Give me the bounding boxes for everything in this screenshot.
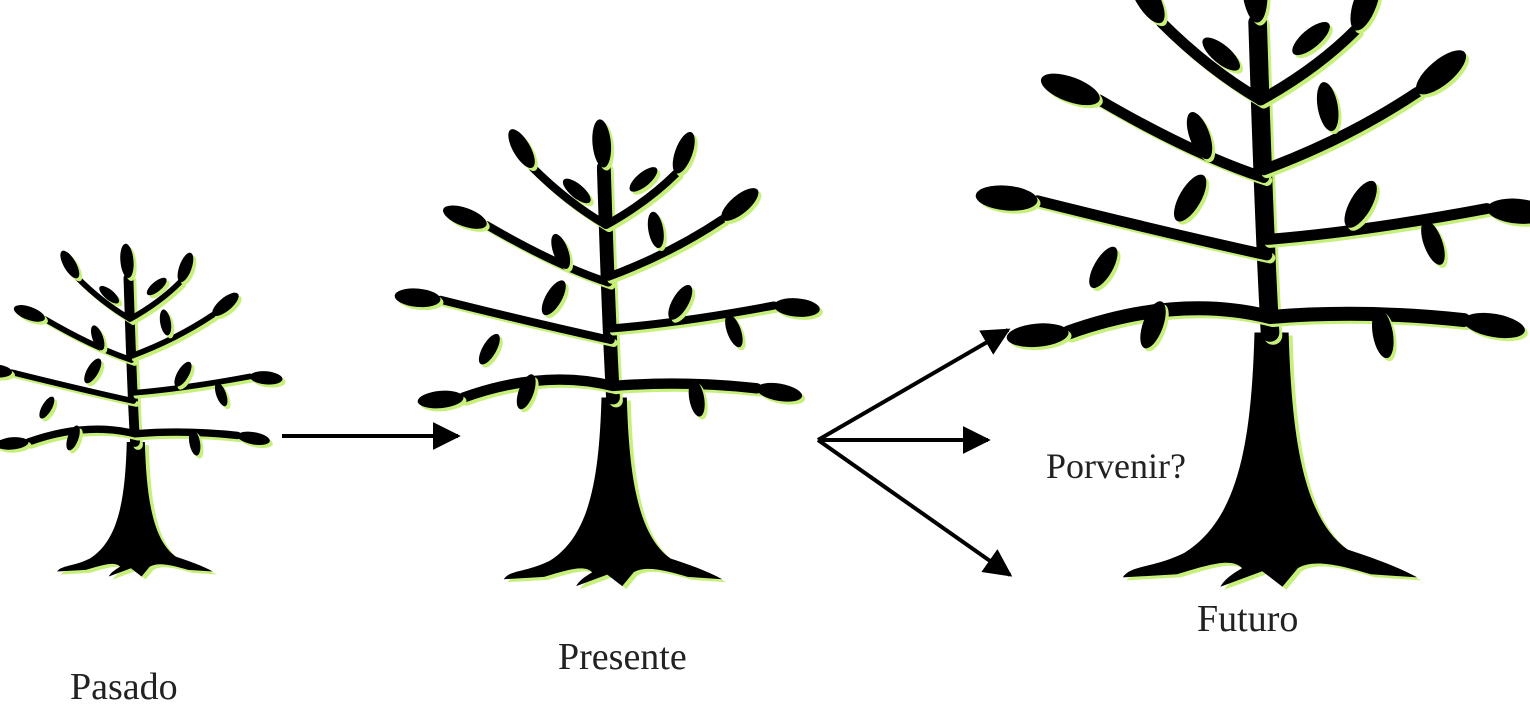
leaf xyxy=(688,380,705,417)
leaf xyxy=(647,211,664,249)
leaf xyxy=(174,361,192,387)
branch xyxy=(1094,94,1270,183)
branch xyxy=(1258,86,1423,176)
branch xyxy=(607,378,762,394)
leaf xyxy=(249,371,283,385)
branch-glow xyxy=(133,376,256,399)
leaf xyxy=(214,382,228,407)
branch-glow xyxy=(130,282,186,325)
trunk xyxy=(57,442,213,577)
leaf xyxy=(417,390,464,409)
leaf xyxy=(443,205,487,229)
label-futuro: Futuro xyxy=(1197,598,1299,640)
leaf xyxy=(1186,112,1213,160)
leaf xyxy=(541,280,566,316)
branch xyxy=(482,220,613,287)
branch xyxy=(528,163,611,230)
branch xyxy=(130,373,253,396)
leaf xyxy=(1040,73,1100,106)
leaf xyxy=(237,431,270,445)
branch xyxy=(436,295,615,345)
leaf xyxy=(1140,301,1166,349)
label-pasado: Pasado xyxy=(70,666,178,708)
leaf xyxy=(39,396,55,419)
leaf xyxy=(13,305,45,322)
leaf xyxy=(188,429,201,456)
tree-presente xyxy=(394,119,823,590)
leaf xyxy=(668,284,693,320)
branch xyxy=(1032,195,1273,261)
leaf xyxy=(1202,37,1240,71)
leaf xyxy=(1344,180,1377,228)
leaf xyxy=(0,437,29,450)
leaf xyxy=(1463,312,1525,339)
leaf xyxy=(90,325,105,351)
tree-futuro xyxy=(975,0,1530,590)
leaf xyxy=(1173,174,1207,222)
branch xyxy=(127,279,183,322)
branch xyxy=(458,374,619,403)
arrow-present-to-future-down xyxy=(816,438,1013,577)
branch xyxy=(74,275,133,322)
leaf xyxy=(1292,21,1330,56)
leaf xyxy=(478,333,500,365)
leaf xyxy=(1415,50,1467,95)
branch xyxy=(9,369,137,404)
leaf xyxy=(1421,220,1445,265)
branch xyxy=(602,169,681,230)
leaf xyxy=(84,358,102,384)
leaf xyxy=(773,298,820,317)
leaf xyxy=(1242,0,1268,23)
branch xyxy=(41,316,135,363)
leaf xyxy=(1316,82,1339,132)
label-presente: Presente xyxy=(558,636,687,678)
trunk xyxy=(1122,332,1418,587)
leaf xyxy=(394,288,441,308)
branch-glow xyxy=(131,315,219,362)
leaf xyxy=(1128,0,1165,24)
leaf xyxy=(672,131,695,174)
branch xyxy=(1255,24,1361,106)
leaf xyxy=(1371,309,1394,359)
leaf xyxy=(592,119,612,168)
leaf xyxy=(146,277,167,296)
leaf xyxy=(159,309,172,336)
arrow-present-to-future-up xyxy=(816,328,1011,442)
trunk xyxy=(503,397,723,587)
branch xyxy=(604,215,727,281)
branch xyxy=(1061,301,1277,340)
leaf xyxy=(177,252,194,283)
leaf xyxy=(721,188,759,221)
leaf xyxy=(120,243,134,279)
leaf xyxy=(0,364,13,378)
leaf xyxy=(60,250,80,279)
leaf xyxy=(1350,0,1381,31)
leaf xyxy=(516,374,536,410)
branch xyxy=(606,301,779,333)
leaf xyxy=(1089,246,1118,289)
leaf xyxy=(99,285,120,304)
leaf xyxy=(66,425,80,451)
branch xyxy=(1263,306,1471,328)
branch xyxy=(128,312,216,359)
branch-glow xyxy=(605,172,684,233)
leaf xyxy=(212,292,239,317)
leaf xyxy=(756,382,803,402)
branch xyxy=(131,428,242,440)
leaf xyxy=(1486,198,1530,224)
leaf xyxy=(508,129,535,168)
leaf xyxy=(1006,323,1069,348)
branch xyxy=(24,425,139,446)
branch xyxy=(1156,17,1267,106)
label-porvenir: Porvenir? xyxy=(1046,446,1186,486)
tree-pasado xyxy=(0,243,286,580)
leaf xyxy=(629,167,658,192)
branch xyxy=(1261,203,1493,245)
leaf xyxy=(975,185,1038,211)
leaf xyxy=(551,233,571,269)
leaf xyxy=(562,178,591,204)
leaf xyxy=(725,314,743,348)
